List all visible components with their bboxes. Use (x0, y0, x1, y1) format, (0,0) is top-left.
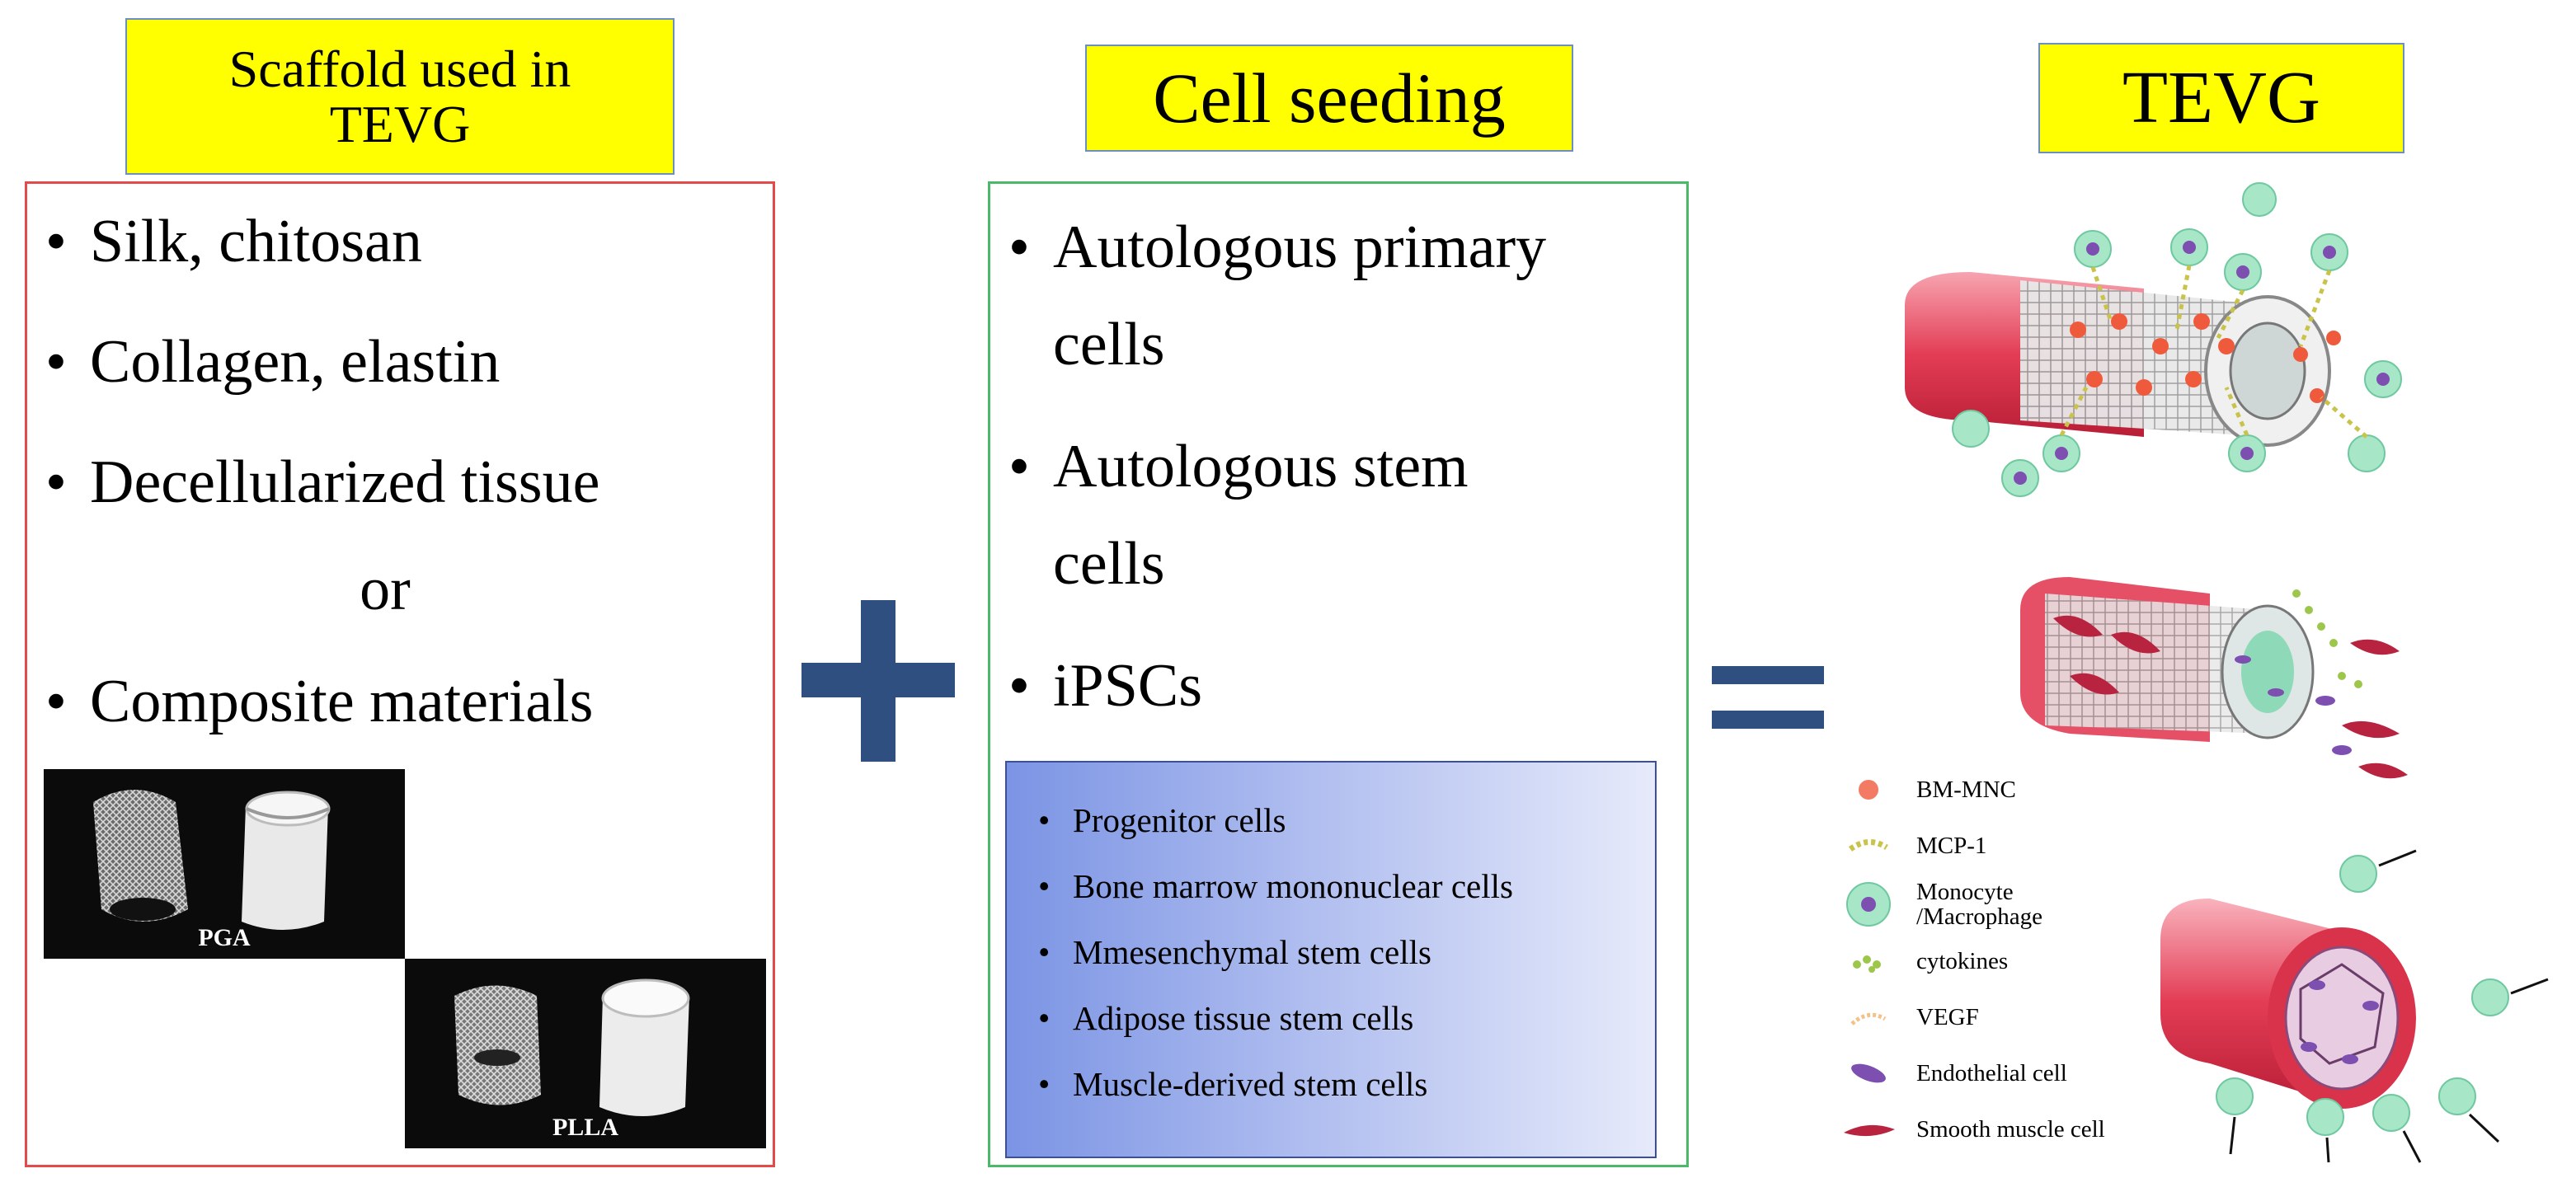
scaffold-item: Decellularized tissue (45, 443, 599, 522)
legend-label: Monocyte /Macrophage (1916, 878, 2042, 930)
legend-item: MCP-1 (1836, 828, 1986, 864)
legend-item: BM-MNC (1836, 772, 2016, 808)
cell-seeding-panel: Autologous primary cells Autologous stem… (988, 181, 1689, 1167)
legend-item: Smooth muscle cell (1836, 1111, 2105, 1147)
legend-item: VEGF (1836, 999, 1979, 1035)
cytokines-icon (1853, 955, 1881, 973)
cell-seeding-item-line1: Autologous stem (1053, 433, 1469, 500)
cell-seeding-item-line2: cells (1053, 311, 1165, 378)
cell-seeding-item: Autologous primary cells (1008, 199, 1685, 393)
endothelial-icon (1851, 1063, 1886, 1083)
legend-item: Monocyte /Macrophage (1836, 875, 2042, 933)
mcp1-icon (1848, 839, 1888, 852)
legend-label: MCP-1 (1916, 832, 1987, 859)
stem-cell-type: Muscle-derived stem cells (1038, 1051, 1513, 1117)
bm-mnc-icon (1859, 780, 1878, 800)
stem-cell-type: Adipose tissue stem cells (1038, 985, 1513, 1051)
scaffold-list: Silk, chitosan Collagen, elastin Decellu… (45, 202, 599, 522)
tevg-title: TEVG (2038, 43, 2404, 153)
stem-cell-types-list: Progenitor cells Bone marrow mononuclear… (1038, 787, 1513, 1117)
stem-cell-types-box: Progenitor cells Bone marrow mononuclear… (1005, 761, 1657, 1158)
legend-label-line1: Monocyte (1916, 878, 2014, 905)
scaffold-title-line1: Scaffold used in (228, 39, 571, 98)
legend-item: Endothelial cell (1836, 1055, 2067, 1091)
legend-label: VEGF (1916, 1003, 1979, 1030)
cell-seeding-item-line2: cells (1053, 530, 1165, 598)
pga-tubes-image (93, 790, 331, 930)
scaffold-item: Composite materials (45, 662, 593, 741)
legend-label: cytokines (1916, 947, 2009, 974)
scaffold-item: Silk, chitosan (45, 202, 599, 281)
scaffold-title-line2: TEVG (329, 95, 471, 153)
equals-icon (1712, 666, 1824, 729)
cell-seeding-item: Autologous stem cells (1008, 418, 1685, 612)
stem-cell-type: Progenitor cells (1038, 787, 1513, 853)
plla-label: PLLA (552, 1114, 618, 1141)
scaffold-item: Collagen, elastin (45, 322, 599, 401)
legend-label: BM-MNC (1916, 776, 2016, 803)
pga-photo: PGA (44, 769, 405, 959)
pga-label: PGA (198, 924, 251, 951)
tevg-vessel-remodeling-illustration (2020, 577, 2408, 779)
legend-label: Endothelial cell (1916, 1059, 2067, 1086)
legend: BM-MNC MCP-1 Monocyte /Macrophage cytoki… (1836, 772, 2231, 1159)
stem-cell-type: Bone marrow mononuclear cells (1038, 853, 1513, 919)
tevg-vessel-seeded-illustration (1905, 182, 2402, 497)
or-text: or (360, 556, 411, 623)
legend-item: cytokines (1836, 943, 2008, 979)
scaffold-title: Scaffold used in TEVG (125, 18, 675, 175)
cell-seeding-item: iPSCs (1008, 637, 1685, 734)
scaffold-panel: Silk, chitosan Collagen, elastin Decellu… (25, 181, 775, 1167)
plus-icon (801, 600, 955, 762)
stem-cell-type: Mmesenchymal stem cells (1038, 919, 1513, 985)
plla-tubes-image (454, 978, 690, 1116)
cell-seeding-title: Cell seeding (1085, 45, 1573, 152)
tevg-vessel-mature-illustration (2160, 849, 2549, 1163)
scaffold-list-last: Composite materials (45, 662, 593, 741)
legend-label-line2: /Macrophage (1916, 903, 2042, 930)
plla-photo: PLLA (405, 959, 766, 1148)
cell-seeding-list: Autologous primary cells Autologous stem… (1008, 199, 1685, 734)
cell-seeding-item-line1: iPSCs (1053, 652, 1203, 720)
smooth-muscle-icon (1844, 1124, 1895, 1137)
cell-seeding-item-line1: Autologous primary (1053, 214, 1547, 281)
vegf-icon (1850, 1012, 1887, 1025)
monocyte-icon (1846, 882, 1891, 927)
legend-label: Smooth muscle cell (1916, 1115, 2105, 1143)
